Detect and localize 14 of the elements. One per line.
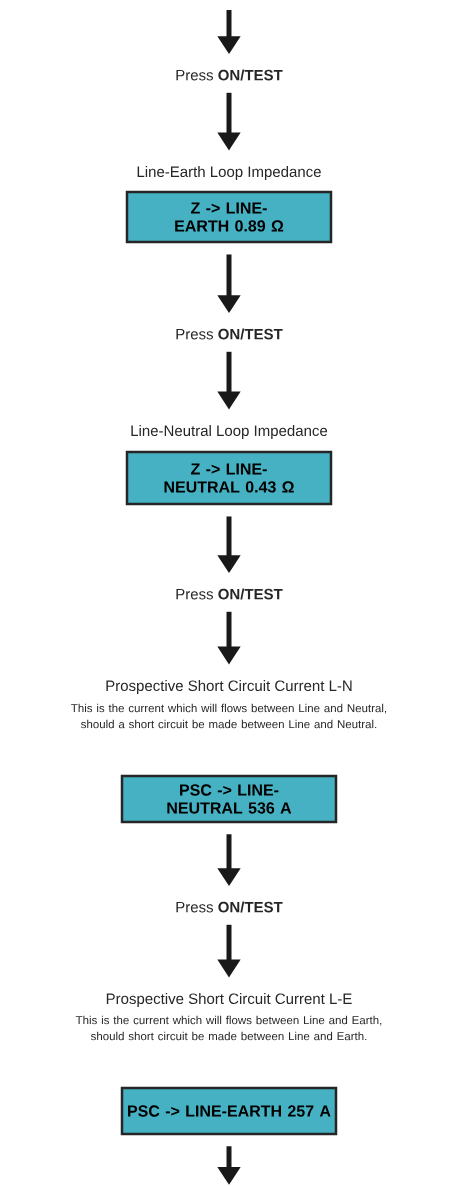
display-box: PSC -> LINE-NEUTRAL 536 A (120, 774, 338, 824)
instruction-text: Press ON/TEST (176, 901, 283, 913)
heading-text: Prospective Short Circuit Current L-E (106, 993, 352, 1007)
description-text: This is the current which will flows between Line and Neutral, should a short circuit be made between Line and Neutral. (71, 703, 387, 729)
heading-text: Prospective Short Circuit Current L-N (106, 680, 352, 694)
description-text: This is the current which will flows between Line and Earth, should short circuit be made between Line and Earth. (75, 1015, 382, 1041)
instruction-text: Press ON/TEST (176, 588, 283, 600)
instruction-text: Press ON/TEST (176, 328, 283, 340)
heading-text: Line-Neutral Loop Impedance (131, 425, 328, 439)
display-box: Z -> LINE-NEUTRAL 0.43 Ω (125, 450, 333, 506)
display-box: Z -> LINE-EARTH 0.89 Ω (125, 190, 333, 244)
heading-text: Line-Earth Loop Impedance (137, 166, 321, 180)
display-box: PSC -> LINE-EARTH 257 A (120, 1086, 338, 1136)
instruction-text: Press ON/TEST (176, 69, 283, 81)
